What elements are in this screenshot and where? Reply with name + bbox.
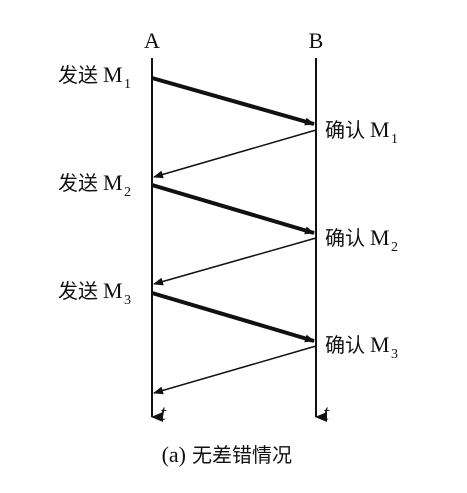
send-label-1: 发送 M 1 [58, 62, 131, 92]
ack-msg-index-2: 2 [391, 240, 398, 255]
send-msg-3: M [103, 278, 123, 303]
caption-prefix: (a) [162, 442, 186, 467]
send-msg-index-1: 1 [124, 77, 131, 92]
ack-msg-2: M [370, 225, 390, 250]
send-text-2: 发送 [58, 171, 98, 195]
node-a-label: A [144, 28, 160, 53]
ack-label-3: 确认 M 3 [325, 332, 398, 362]
ack-msg-index-3: 3 [391, 347, 398, 362]
time-label-a: t [160, 400, 167, 425]
send-arrow-2 [151, 183, 315, 235]
send-msg-2: M [103, 170, 123, 195]
caption-text: 无差错情况 [192, 443, 292, 467]
ack-msg-1: M [370, 117, 390, 142]
ack-msg-index-1: 1 [391, 132, 398, 147]
send-text-3: 发送 [58, 279, 98, 303]
ack-arrow-2 [153, 237, 317, 286]
send-label-3: 发送 M 3 [58, 278, 131, 308]
ack-text-3: 确认 [325, 333, 365, 357]
send-text-1: 发送 [58, 63, 98, 87]
ack-label-2: 确认 M 2 [325, 225, 398, 255]
ack-msg-3: M [370, 332, 390, 357]
send-label-2: 发送 M 2 [58, 170, 131, 200]
ack-text-2: 确认 [325, 226, 365, 250]
send-msg-index-2: 2 [124, 185, 131, 200]
figure-caption: (a) 无差错情况 [162, 442, 292, 467]
ack-arrow-1 [153, 129, 317, 179]
ack-arrow-3 [153, 345, 317, 395]
send-arrow-1 [151, 76, 315, 126]
send-arrow-3 [151, 291, 315, 343]
ack-text-1: 确认 [325, 118, 365, 142]
send-msg-index-3: 3 [124, 293, 131, 308]
time-label-b: t [323, 400, 330, 425]
send-msg-1: M [103, 62, 123, 87]
node-b-label: B [309, 28, 324, 53]
ack-label-1: 确认 M 1 [325, 117, 398, 147]
